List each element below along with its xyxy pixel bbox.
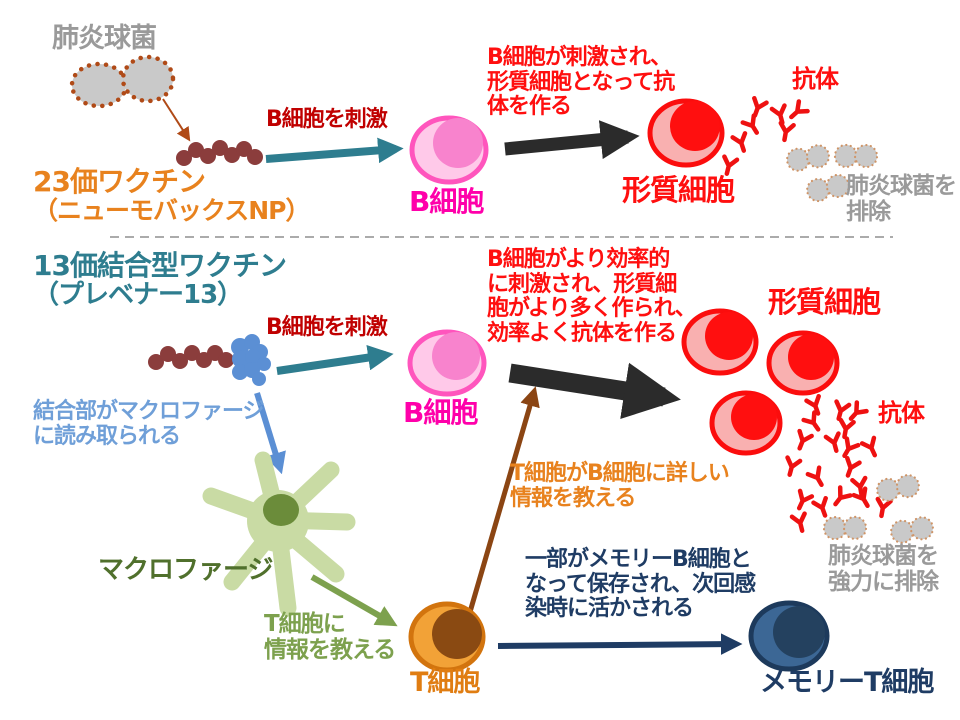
polysaccharide-chain-top xyxy=(176,140,263,166)
b-cell-label-top: B細胞 xyxy=(409,185,484,218)
macrophage-label: マクロファージ xyxy=(98,555,273,585)
teach-t-arrow xyxy=(310,574,398,627)
t-cell-label: T細胞 xyxy=(410,667,480,698)
plasma-cell-label-top: 形質細胞 xyxy=(622,173,735,207)
polysaccharide-chain-bottom xyxy=(148,345,234,370)
vaccine23-title-line1: 23価ワクチン xyxy=(33,165,206,198)
plasma-cell-top xyxy=(647,98,725,168)
plasma-cell-label-bottom: 形質細胞 xyxy=(768,285,881,319)
b-cell-label-bottom: B細胞 xyxy=(403,396,478,429)
eliminated-bacteria-bottom xyxy=(821,473,935,545)
differentiation-arrow-top xyxy=(504,120,640,160)
t-cell xyxy=(408,601,486,673)
eliminate-note-top: 肺炎球菌を 排除 xyxy=(846,173,957,225)
vaccine13-title-line2: （プレベナー13） xyxy=(33,280,243,311)
vaccine13-title: 13価結合型ワクチン （プレベナー13） xyxy=(33,249,287,311)
macrophage-uptake-arrow xyxy=(254,392,286,475)
pneumococcus-label: 肺炎球菌 xyxy=(52,23,157,54)
memory-b-note: 一部がメモリーB細胞と なって保存され、次回感 染時に活かされる xyxy=(525,547,756,622)
stimulate-arrow-bottom xyxy=(276,344,394,375)
b-cell-top xyxy=(409,115,489,185)
vaccine23-title-line2: （ニューモバックスNP） xyxy=(33,196,310,226)
stimulate-b-label-bottom: B細胞を刺激 xyxy=(266,315,388,340)
vaccine13-title-line1: 13価結合型ワクチン xyxy=(33,249,287,282)
antibody-label-top: 抗体 xyxy=(792,65,839,93)
antibody-label-bottom: 抗体 xyxy=(878,399,925,427)
t-teach-b-note: T細胞がB細胞に詳しい 情報を教える xyxy=(510,461,730,511)
capsule-extraction-arrow xyxy=(162,98,191,142)
teach-t-note: T細胞に 情報を教える xyxy=(264,611,396,663)
memory-arrow xyxy=(497,633,743,655)
t-helps-b-arrow xyxy=(467,386,540,613)
stimulate-b-label-top: B細胞を刺激 xyxy=(266,107,388,132)
description-top: B細胞が刺激され、 形質細胞となって抗 体を作る xyxy=(487,45,675,120)
description-bottom: B細胞がより効率的 に刺激され、形質細 胞がより多く作られ、 効率よく抗体を作る xyxy=(487,247,697,346)
memory-t-cell-label: メモリーT細胞 xyxy=(760,667,934,698)
carrier-protein-cluster xyxy=(231,334,271,386)
eliminate-note-bottom: 肺炎球菌を 強力に排除 xyxy=(828,543,939,595)
b-cell-bottom xyxy=(407,329,487,397)
pneumococcus-pair-illustration xyxy=(69,54,176,109)
differentiation-arrow-bottom xyxy=(508,362,681,420)
stimulate-arrow-top xyxy=(265,137,404,164)
vaccine23-title: 23価ワクチン （ニューモバックスNP） xyxy=(33,166,310,225)
macrophage xyxy=(202,451,356,617)
conjugate-note: 結合部がマクロファージ に読み取られる xyxy=(33,399,265,449)
memory-t-cell xyxy=(748,600,830,672)
plasma-cells-bottom xyxy=(681,308,840,456)
antibody-cluster-bottom xyxy=(783,396,890,532)
